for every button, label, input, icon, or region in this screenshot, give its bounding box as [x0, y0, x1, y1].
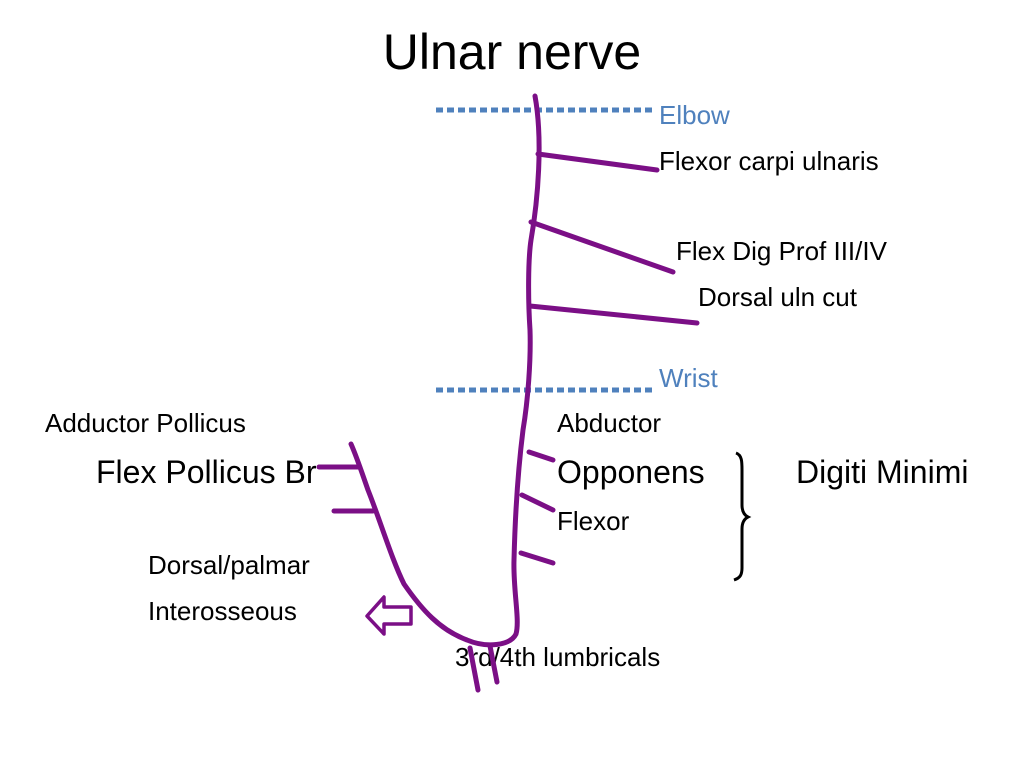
- flex-pollicis-brevis-label: Flex Pollicus Br: [96, 454, 317, 490]
- branch-label-dorsal-cut: Dorsal uln cut: [698, 282, 857, 312]
- slide-title: Ulnar nerve: [382, 24, 642, 80]
- branch-lumbrical-4: [487, 643, 500, 685]
- elbow-label: Elbow: [659, 100, 730, 130]
- branch-label-fdp: Flex Dig Prof III/IV: [676, 236, 887, 266]
- wrist-label: Wrist: [659, 363, 718, 393]
- abductor-label: Abductor: [557, 408, 662, 438]
- branch-flex-dig-prof: [528, 219, 676, 275]
- branch-flexor: [518, 550, 556, 566]
- interosseous-label-line1: Dorsal/palmar: [148, 550, 310, 580]
- interosseous-label-line2: Interosseous: [148, 596, 297, 626]
- branch-label-fcu: Flexor carpi ulnaris: [659, 146, 879, 176]
- branch-flexor-carpi-ulnaris: [535, 151, 660, 173]
- opponens-label: Opponens: [557, 454, 705, 490]
- branch-abductor: [526, 449, 556, 463]
- ulnar-nerve-trunk: [348, 93, 542, 648]
- interosseous-arrow-icon: [365, 595, 413, 636]
- digiti-minimi-label: Digiti Minimi: [796, 454, 969, 490]
- adductor-pollicis-label: Adductor Pollicus: [45, 408, 246, 438]
- digiti-minimi-brace: [733, 451, 752, 582]
- branch-lumbrical-3: [467, 645, 481, 693]
- branch-opponens: [519, 492, 556, 513]
- flexor-label: Flexor: [557, 506, 630, 536]
- branch-dorsal-uln-cut: [527, 303, 700, 326]
